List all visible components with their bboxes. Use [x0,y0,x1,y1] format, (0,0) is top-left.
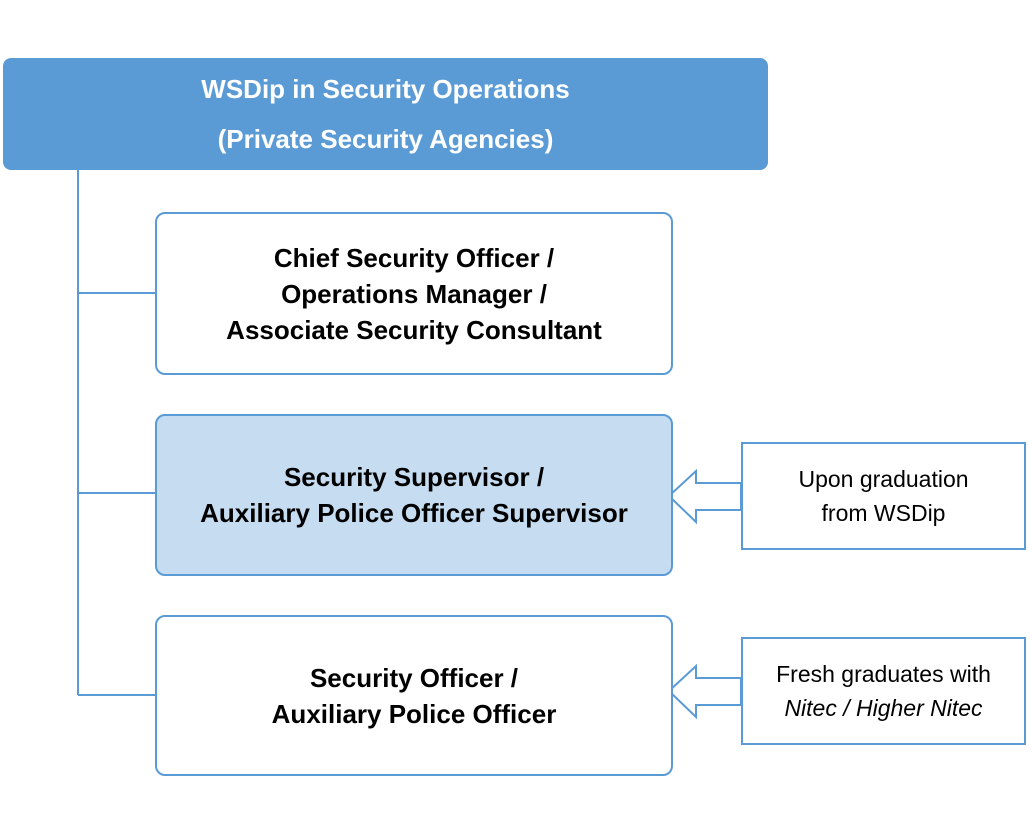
note-line: Fresh graduates with [776,661,991,687]
header-box: WSDip in Security Operations (Private Se… [3,58,768,170]
role-line: Auxiliary Police Officer [271,698,557,729]
left-arrow-icon [667,663,742,720]
note-box-fresh-graduates: Fresh graduates with Nitec / Higher Nite… [741,637,1026,745]
role-line: Security Supervisor / [283,462,545,492]
role-box-officer: Security Officer / Auxiliary Police Offi… [155,615,673,776]
role-line: Chief Security Officer / [273,242,555,273]
left-arrow-icon [667,468,742,525]
role-line: Associate Security Consultant [226,314,602,345]
role-line: Security Officer / [309,662,519,693]
role-line: Auxiliary Police Officer Supervisor [200,498,628,528]
note-line: from WSDip [821,500,946,526]
role-box-supervisor: Security Supervisor / Auxiliary Police O… [155,414,673,576]
header-subtitle: (Private Security Agencies) [217,124,554,154]
note-box-graduation: Upon graduation from WSDip [741,442,1026,550]
header-title: WSDip in Security Operations [201,74,570,104]
note-line: Nitec / Higher Nitec [784,695,983,721]
role-line: Operations Manager / [281,278,547,309]
note-line: Upon graduation [798,466,969,492]
role-box-senior: Chief Security Officer / Operations Mana… [155,212,673,375]
